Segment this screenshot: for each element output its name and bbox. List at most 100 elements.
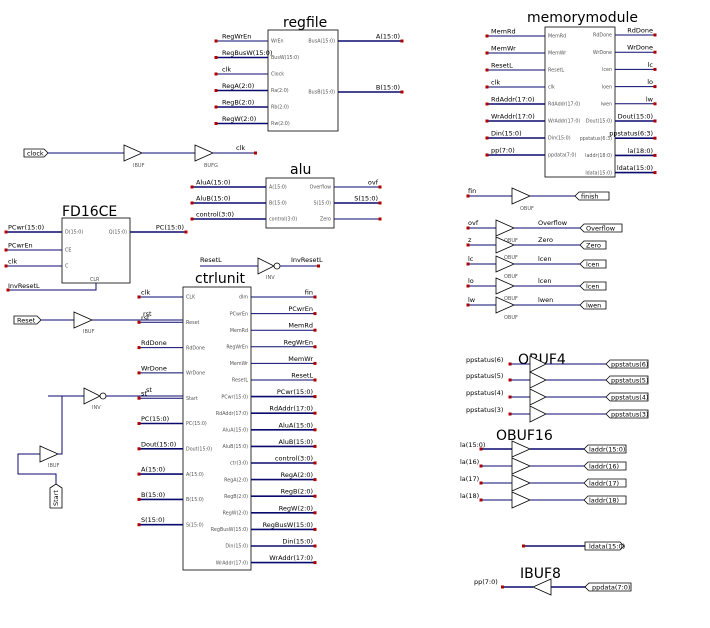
fd16ce-pin-out: Q(15:0): [109, 230, 127, 236]
obuf-in-label: fin: [468, 187, 476, 195]
ctrlunit-pin-in: A(15:0): [186, 472, 204, 478]
memorymodule-net-out: WrDone: [627, 44, 653, 52]
obuf16-block[interactable]: OBUF16 la(15:0)laddr(15:0)la(16)laddr(16…: [460, 428, 627, 509]
regfile-pin-in: Rw(2:0): [271, 121, 290, 127]
ibuf-clock-label: IBUF: [133, 163, 145, 169]
ctrlunit-pin-out: MemRd: [230, 328, 248, 334]
memorymodule-pin-out: lcen: [602, 67, 612, 73]
memorymodule-pin-out: loen: [602, 84, 612, 90]
ctrlunit-pin-out: ResetL: [232, 378, 248, 384]
obuf4-out-label[interactable]: ppstatus(3): [611, 411, 648, 419]
obuf-cell-label: OBUF: [504, 274, 518, 280]
memorymodule-net-out: la(18:0): [628, 147, 653, 155]
ctrlunit-net-in: Dout(15:0): [141, 440, 176, 448]
alu-pin-out: Zero: [320, 217, 331, 223]
memorymodule-pin-in: MemRd: [548, 34, 566, 40]
start-port-icon: [49, 483, 63, 509]
fd16ce-pin-in: D(15:0): [65, 230, 83, 236]
ibuf-reset-label: IBUF: [83, 329, 95, 335]
obuf16-buf-icon: [511, 440, 531, 458]
alu-block[interactable]: alu A(15:0)AluA(15:0)B(15:0)AluB(15:0)co…: [190, 162, 382, 229]
ctrlunit-pin-out: RegA(2:0): [224, 477, 248, 483]
ctrlunit-pin-out: RegW(2:0): [223, 511, 248, 517]
regfile-pin-in: BusW(15:0): [271, 55, 299, 61]
obuf-in-label: lc: [468, 255, 474, 263]
reset-input-path[interactable]: Reset IBUF rst: [13, 310, 183, 335]
obuf-icon: [495, 255, 515, 273]
rst-net-label: rst: [143, 310, 152, 318]
obuf4-in-label: ppstatus(6): [466, 356, 503, 364]
memorymodule-pin-in: RdAddr(17:0): [548, 102, 580, 108]
ctrlunit-net-out: AluA(15:0): [279, 421, 314, 429]
regfile-net-in: RegW(2:0): [222, 115, 256, 123]
ctrlunit-pin-out: ctr(3:0): [230, 461, 248, 467]
obuf4-block[interactable]: OBUF4 ppstatus(6)ppstatus(6)ppstatus(5)p…: [466, 352, 648, 423]
bufg-icon: [194, 144, 214, 162]
obuf4-buf-icon: [529, 355, 547, 373]
output-port-label[interactable]: finish: [581, 193, 599, 201]
output-port-label[interactable]: lcen: [586, 283, 600, 291]
memorymodule-net-out: Dout(15:0): [618, 113, 653, 121]
ctrlunit-title: ctrlunit: [195, 271, 245, 287]
obuf4-buf-icon: [529, 388, 547, 406]
ldata-port-label: ldata(15:0): [589, 543, 625, 551]
regfile-block[interactable]: regfile WrEnRegWrEnBusW(15:0)RegBusW(15:…: [214, 15, 404, 132]
regfile-pin-in: WrEn: [271, 39, 284, 45]
reset-port-icon: [13, 315, 42, 325]
obuf4-out-label[interactable]: ppstatus(6): [611, 361, 648, 369]
fd16ce-block[interactable]: FD16CE D(15:0)PCwr(15:0)CEPCwrEnCclkQ(15…: [4, 204, 188, 292]
obuf4-out-label[interactable]: ppstatus(5): [611, 377, 648, 385]
ctrlunit-pin-in: B(15:0): [186, 497, 204, 503]
ctrlunit-pin-out: dlm: [239, 295, 248, 301]
invreset-path[interactable]: ResetL INV InvResetL: [200, 256, 323, 281]
regfile-pin-in: Ra(2:0): [271, 88, 289, 94]
ctrlunit-pin-in: CLK: [186, 295, 196, 301]
fd16ce-pin-clr: CLR: [90, 277, 100, 283]
ctrlunit-net-in: clk: [141, 289, 150, 297]
regfile-net-in: RegB(2:0): [222, 99, 254, 107]
ctrlunit-net-in: WrDone: [141, 364, 167, 372]
obuf16-out-label[interactable]: laddr(17): [589, 480, 619, 488]
obuf-cell-label: OBUF: [504, 238, 518, 244]
alu-pin-out: Overflow: [310, 185, 331, 191]
obuf16-port-icon: [583, 478, 627, 488]
regfile-pin-in: Rb(2:0): [271, 105, 289, 111]
ibuf-clock-icon: [123, 144, 143, 162]
output-port-label[interactable]: Overflow: [586, 225, 616, 233]
obuf16-out-label[interactable]: laddr(18): [589, 497, 619, 505]
regfile-net-in: clk: [222, 66, 231, 74]
obuf-in-label: ovf: [468, 219, 479, 227]
clock-input-path[interactable]: clock IBUF BUFG clk: [23, 144, 257, 169]
alu-pin-in: A(15:0): [269, 185, 287, 191]
fd16ce-net-clr: InvResetL: [8, 282, 40, 290]
ctrlunit-pin-in: Reset: [186, 320, 200, 326]
alu-net-in: AluA(15:0): [196, 179, 231, 187]
obuf-cell-label: OBUF: [504, 315, 518, 321]
obuf-in-label: z: [468, 236, 472, 244]
memorymodule-net-out: ldata(15:0): [617, 164, 653, 172]
output-port-label[interactable]: lcen: [586, 261, 600, 269]
ctrlunit-pin-out: MemWr: [230, 361, 248, 367]
clock-port-icon: [23, 148, 49, 158]
memorymodule-pin-out: lwen: [601, 102, 612, 108]
output-port-label[interactable]: Zero: [586, 242, 601, 250]
fd16ce-pin-in: C: [65, 264, 69, 270]
obuf-icon: [495, 296, 515, 314]
start-input-path[interactable]: Start IBUF INV st: [17, 386, 183, 509]
memorymodule-block[interactable]: memorymodule MemRdMemRdMemWrMemWrResetLR…: [485, 10, 657, 178]
ibuf8-block[interactable]: IBUF8 pp(7:0) ppdata(7:0): [474, 566, 632, 596]
ctrlunit-net-in: rst: [141, 314, 150, 322]
ctrlunit-block[interactable]: ctrlunit CLKclkResetrstRdDoneRdDoneWrDon…: [137, 271, 317, 571]
ppdata-port-icon: [584, 582, 632, 592]
obuf4-out-label[interactable]: ppstatus(4): [611, 394, 648, 402]
ldata-port[interactable]: ldata(15:0): [522, 541, 625, 551]
memorymodule-pin-out: laddr(18:0): [585, 153, 612, 159]
ctrlunit-net-out: RegB(2:0): [281, 488, 313, 496]
obuf16-out-label[interactable]: laddr(16): [589, 463, 619, 471]
ctrlunit-net-out: PCwr(15:0): [277, 388, 313, 396]
fd16ce-title: FD16CE: [62, 204, 117, 220]
output-port-label[interactable]: lwen: [586, 302, 601, 310]
obuf16-out-label[interactable]: laddr(15:0): [589, 446, 625, 454]
memorymodule-title: memorymodule: [527, 10, 638, 26]
